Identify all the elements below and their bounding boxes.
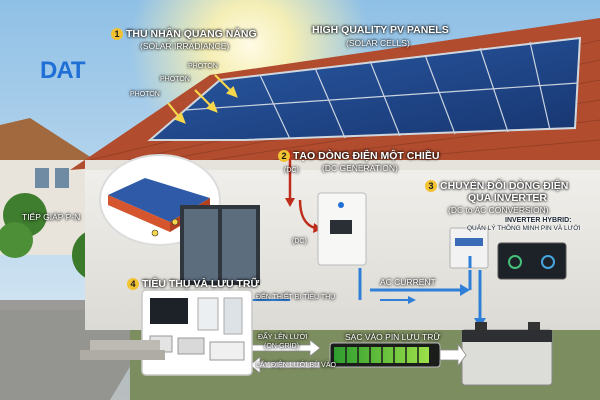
on-grid-label: (ON-GRID) [264, 343, 299, 350]
step2-subtitle: (DC GENERATION) [322, 163, 398, 173]
inverter-hybrid-subtitle: QUẢN LÝ THÔNG MINH PIN VÀ LƯỚI [467, 225, 581, 232]
step3-subtitle: (DC to AC CONVERSION) [448, 205, 549, 215]
appliances-panel [141, 289, 253, 376]
pn-junction-label: TIẾP GIÁP P-N [22, 212, 81, 222]
inverter-unit [317, 192, 367, 266]
grid-push-label: ĐẨY LÊN LƯỚI [258, 334, 308, 341]
panels-title: HIGH QUALITY PV PANELS [312, 24, 449, 36]
step3-number: 3 [425, 180, 437, 192]
ac-current-label: AC CURRENT [380, 277, 436, 287]
photon-label-2: PHOTON [160, 76, 190, 83]
step1-number: 1 [111, 28, 123, 40]
step2-number: 2 [278, 150, 290, 162]
grid-draw-label: LẤY ĐIỆN LƯỚI BÙ VÀO [256, 362, 336, 369]
battery-charge-bar [329, 342, 441, 368]
step1-subtitle: (SOLAR IRRADIANCE) [140, 41, 230, 51]
brand-logo: DAT [40, 57, 86, 84]
dc-label-2: (DC) [292, 238, 307, 245]
photon-label-3: PHOTON [130, 91, 160, 98]
to-devices-label: ĐẾN THIẾT BỊ TIÊU THỤ [256, 294, 336, 301]
dc-label-1: (DC) [284, 167, 299, 174]
step3-title-line2: QUA INVERTER [468, 192, 547, 204]
battery-storage [461, 322, 553, 386]
panels-subtitle: (SOLAR CELLS) [346, 38, 410, 48]
step4-number: 4 [127, 278, 139, 290]
photon-label-1: PHOTON [188, 63, 218, 70]
battery-charge-label: SẠC VÀO PIN LƯU TRỮ [345, 332, 441, 342]
inverter-hybrid-title: INVERTER HYBRID: [505, 217, 572, 224]
